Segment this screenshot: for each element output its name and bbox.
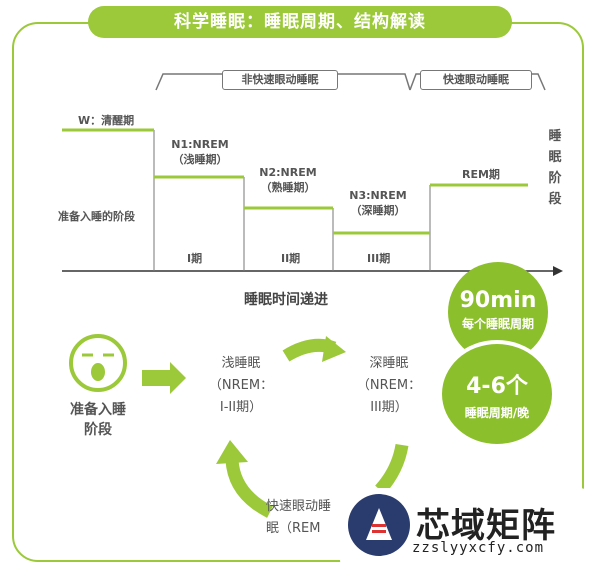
diagram-title: 科学睡眠：睡眠周期、结构解读 xyxy=(88,6,512,38)
stage-n2-label: N2:NREM （熟睡期） xyxy=(259,166,317,194)
arrow-rem-to-light-head xyxy=(216,440,248,464)
period-label-2: II期 xyxy=(281,252,301,265)
flow-prep-label: 准备入睡 阶段 xyxy=(70,402,126,438)
watermark-logo xyxy=(348,494,410,556)
arrow-rem-to-light xyxy=(225,459,274,518)
flow-rem-sleep: 快速眼动睡 眠（REM xyxy=(266,499,332,536)
stage-n3-label: N3:NREM （深睡期） xyxy=(349,189,407,217)
stage-axis-label: 睡眠阶段 xyxy=(548,129,562,207)
cycle-duration-value: 90min xyxy=(459,288,537,313)
stage-n1-label: N1:NREM （浅睡期） xyxy=(171,138,229,166)
arrow-deep-to-rem xyxy=(375,443,409,495)
period-label-3: III期 xyxy=(367,252,391,265)
stage-wake-label: W：清醒期 xyxy=(78,114,135,127)
prep-stage-label: 准备入睡的阶段 xyxy=(58,210,135,223)
watermark-name: 芯域矩阵 xyxy=(416,506,556,546)
cycle-count-circle: 4-6个 睡眠周期/晚 xyxy=(438,340,556,448)
cycle-duration-caption: 每个睡眠周期 xyxy=(461,317,534,331)
flow-light-sleep: 浅睡眠 （NREM： I-II期） xyxy=(208,356,274,415)
watermark-url: zzslyyxcfy.com xyxy=(412,540,545,556)
arrow-prep-to-light xyxy=(142,362,186,394)
cycle-count-caption: 睡眠周期/晚 xyxy=(464,406,530,420)
time-axis-arrow xyxy=(553,266,563,276)
period-label-1: I期 xyxy=(187,252,203,265)
sleepy-face-icon xyxy=(69,334,127,392)
arrow-light-to-deep-head xyxy=(322,336,346,362)
time-axis-label: 睡眠时间递进 xyxy=(244,292,328,308)
nrem-bracket-label: 非快速眼动睡眠 xyxy=(222,70,338,90)
cycle-count-value: 4-6个 xyxy=(466,374,528,399)
rem-bracket-label: 快速眼动睡眠 xyxy=(420,70,532,90)
flow-deep-sleep: 深睡眠 （NREM： III期） xyxy=(356,356,422,415)
stage-rem-label: REM期 xyxy=(462,168,500,181)
